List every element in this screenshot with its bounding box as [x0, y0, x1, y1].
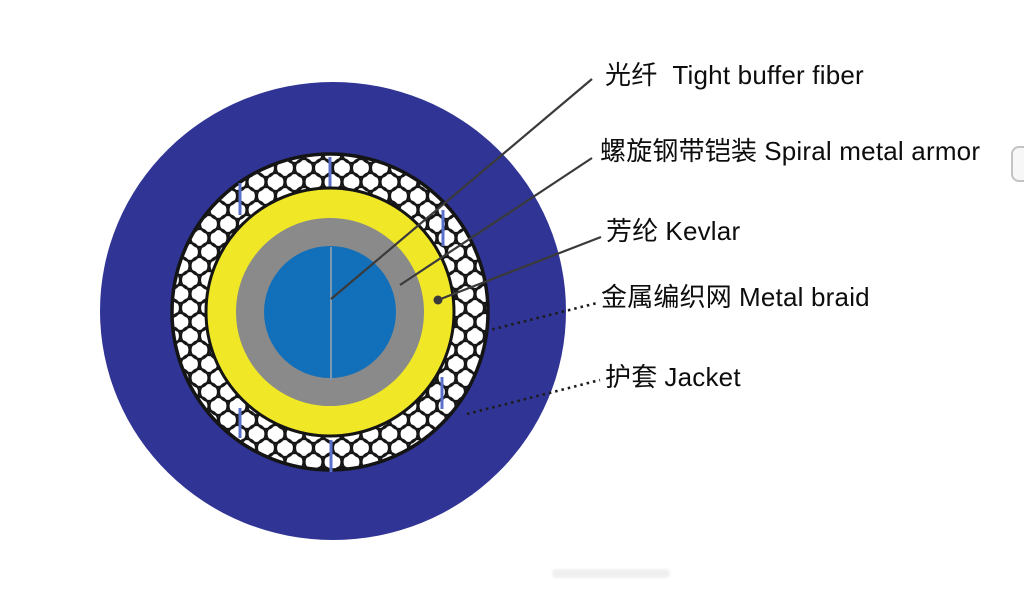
leader-line-fiber	[330, 78, 593, 300]
leader-lines	[330, 78, 602, 416]
leader-line-spiral-armor	[399, 157, 593, 286]
label-tight-buffer-fiber-zh: 光纤	[605, 60, 658, 91]
label-kevlar-zh: 芳纶	[606, 216, 659, 247]
label-spiral-metal-armor-zh: 螺旋钢带铠装	[600, 136, 758, 167]
edge-artifact	[1011, 146, 1024, 182]
label-jacket-zh: 护套	[605, 362, 658, 393]
label-kevlar-en: Kevlar	[665, 216, 741, 247]
braid-tick-marks	[238, 157, 445, 472]
kevlar-leader-dot	[433, 295, 443, 305]
label-spiral-metal-armor-en: Spiral metal armor	[764, 136, 981, 167]
label-metal-braid-en: Metal braid	[739, 282, 870, 313]
faint-watermark-smudge	[552, 569, 670, 578]
label-jacket-en: Jacket	[664, 362, 741, 393]
label-metal-braid-zh: 金属编织网	[601, 282, 733, 313]
leader-line-kevlar	[437, 235, 602, 302]
label-tight-buffer-fiber-en: Tight buffer fiber	[672, 60, 864, 91]
label-tight-buffer-fiber: 光纤 Tight buffer fiber	[605, 60, 864, 91]
